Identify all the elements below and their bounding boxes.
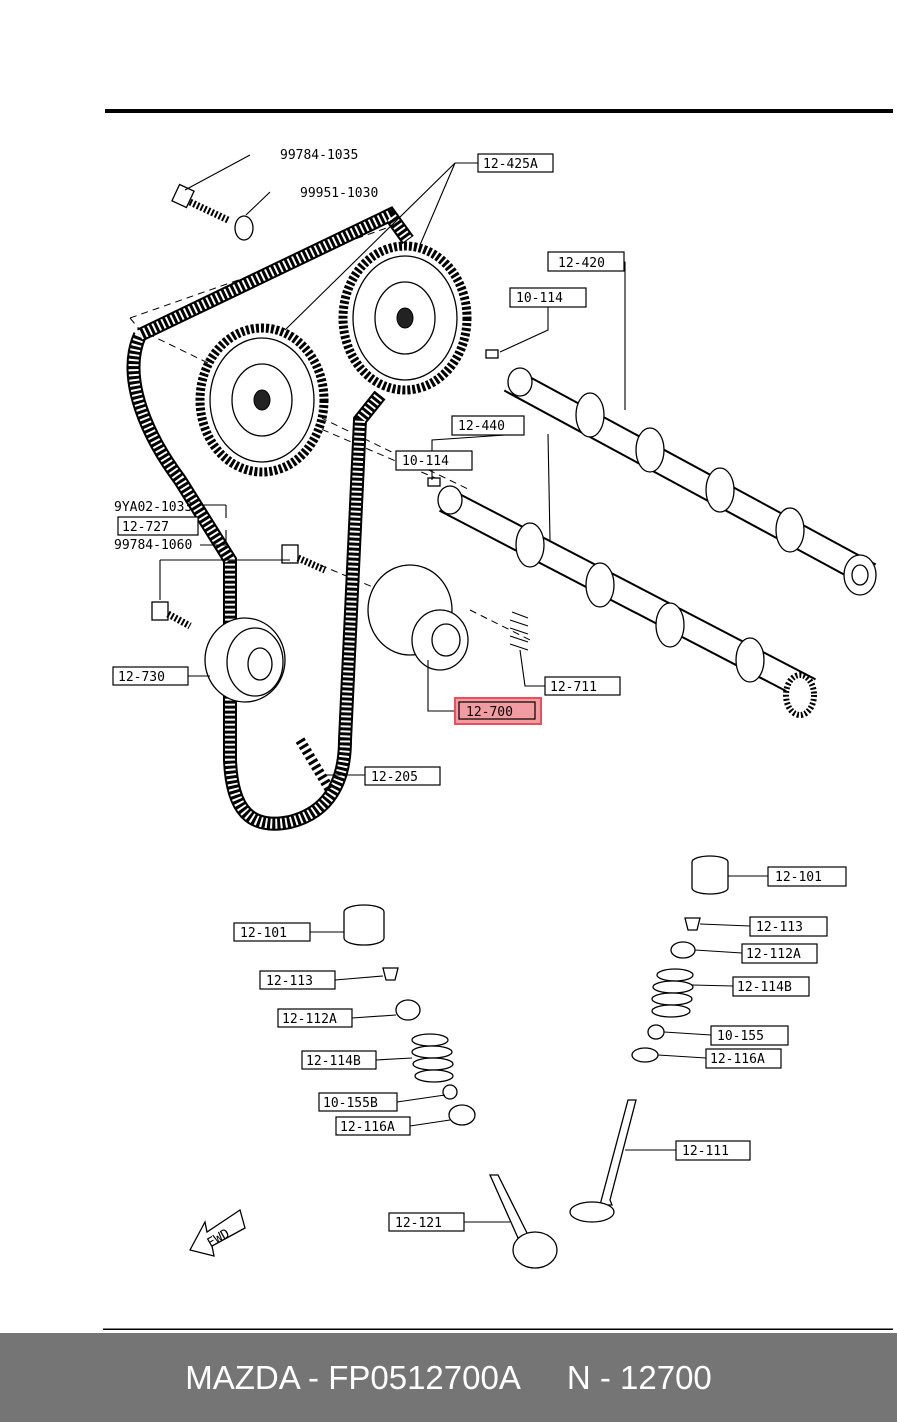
- cam-pulley-right: [338, 241, 472, 395]
- keeper-right: [684, 917, 701, 931]
- label-tensioner-spring: 12-711: [544, 676, 621, 696]
- label-plug-lower: 10-114: [395, 450, 473, 471]
- label-idler-pulley: 12-730: [112, 666, 189, 686]
- label-seal-left: 10-155B: [318, 1092, 398, 1112]
- label-seat-left: 12-116A: [335, 1116, 411, 1136]
- label-keeper-right: 12-113: [749, 916, 828, 937]
- svg-text:12-112A: 12-112A: [746, 947, 801, 962]
- seal-left: [442, 1084, 458, 1100]
- svg-text:12-101: 12-101: [240, 926, 287, 941]
- svg-text:10-114: 10-114: [516, 291, 563, 306]
- label-retainer-right: 12-112A: [741, 943, 818, 964]
- svg-text:10-155B: 10-155B: [323, 1096, 378, 1111]
- svg-text:12-113: 12-113: [756, 920, 803, 935]
- label-camshaft-exhaust: 12-420: [547, 251, 625, 272]
- svg-text:12-114B: 12-114B: [306, 1054, 361, 1069]
- svg-text:12-425A: 12-425A: [483, 157, 538, 172]
- svg-text:12-101: 12-101: [775, 870, 822, 885]
- svg-text:12-420: 12-420: [558, 256, 605, 271]
- svg-text:12-730: 12-730: [118, 670, 165, 685]
- washer: [234, 215, 254, 241]
- label-spring-left: 12-114B: [301, 1050, 377, 1070]
- label-idler-set: 12-727: [117, 516, 199, 536]
- timing-belt: [126, 206, 414, 831]
- svg-text:10-155: 10-155: [717, 1029, 764, 1044]
- label-camshaft-intake: 12-440: [451, 415, 525, 436]
- svg-text:12-711: 12-711: [550, 680, 597, 695]
- seat-right: [631, 1047, 659, 1063]
- camshaft-exhaust: [503, 367, 877, 596]
- label-retainer-left: 12-112A: [277, 1008, 353, 1028]
- label-pulley-cam: 12-425A: [477, 153, 554, 173]
- label-bolt-9ya: 9YA02-1033: [114, 500, 192, 515]
- label-tensioner-pulley[interactable]: 12-700: [454, 697, 542, 725]
- label-timing-belt: 12-205: [364, 766, 441, 786]
- label-seat-right: 12-116A: [705, 1048, 782, 1069]
- svg-text:12-114B: 12-114B: [737, 980, 792, 995]
- label-tappet-right: 12-101: [767, 866, 847, 887]
- tappet-right: [691, 855, 729, 895]
- svg-text:12-116A: 12-116A: [710, 1052, 765, 1067]
- label-washer: 99951-1030: [300, 186, 378, 201]
- keeper-left: [382, 967, 399, 981]
- label-valve-exhaust: 12-111: [675, 1140, 751, 1161]
- idler-pulley: [204, 617, 286, 703]
- bolt-idler-upper: [281, 544, 327, 574]
- tensioner-spring: [509, 611, 529, 651]
- cam-pulley-left: [195, 323, 329, 477]
- label-tappet-left: 12-101: [233, 922, 311, 942]
- tensioner-pulley: [367, 564, 469, 671]
- svg-text:12-111: 12-111: [682, 1144, 729, 1159]
- label-keeper-left: 12-113: [259, 970, 336, 990]
- seat-left: [448, 1104, 476, 1126]
- svg-text:10-114: 10-114: [402, 454, 449, 469]
- svg-text:12-440: 12-440: [458, 419, 505, 434]
- dashed-line: [299, 419, 441, 481]
- fwd-arrow-icon: FWD: [189, 1208, 246, 1257]
- footer-code: N - 12700: [566, 1358, 712, 1396]
- spring-left: [411, 1033, 454, 1083]
- svg-text:12-113: 12-113: [266, 974, 313, 989]
- svg-text:12-112A: 12-112A: [282, 1012, 337, 1027]
- retainer-right: [670, 941, 696, 959]
- plug-upper: [485, 349, 499, 359]
- svg-text:12-205: 12-205: [371, 770, 418, 785]
- tappet-left: [343, 904, 385, 946]
- valve-exhaust: [569, 1099, 637, 1223]
- label-plug-upper: 10-114: [509, 287, 587, 308]
- label-valve-intake: 12-121: [388, 1212, 465, 1232]
- parts-diagram: FWD 99784-1035 99951-1030 9YA02-: [103, 109, 893, 1330]
- seal-right: [647, 1024, 665, 1040]
- retainer-left: [395, 999, 421, 1021]
- svg-text:12-116A: 12-116A: [340, 1120, 395, 1135]
- footer-brand-part: MAZDA - FP0512700A: [185, 1358, 521, 1396]
- dashed-line: [469, 609, 531, 641]
- bolt-top: [171, 183, 230, 224]
- svg-text:12-700: 12-700: [466, 705, 513, 720]
- label-spring-right: 12-114B: [732, 976, 810, 997]
- label-bolt-top: 99784-1035: [280, 148, 358, 163]
- plug-lower: [427, 477, 441, 487]
- label-seal-right: 10-155: [710, 1025, 789, 1046]
- svg-text:12-727: 12-727: [122, 520, 169, 535]
- footer-bar: MAZDA - FP0512700A N - 12700: [0, 1333, 897, 1422]
- dashed-line: [319, 564, 381, 591]
- valve-intake: [488, 1174, 558, 1269]
- spring-right: [651, 968, 694, 1018]
- bolt-idler-lower: [151, 601, 192, 630]
- svg-text:12-121: 12-121: [395, 1216, 442, 1231]
- camshaft-intake: [437, 485, 817, 718]
- label-bolt-idler: 99784-1060: [114, 538, 192, 553]
